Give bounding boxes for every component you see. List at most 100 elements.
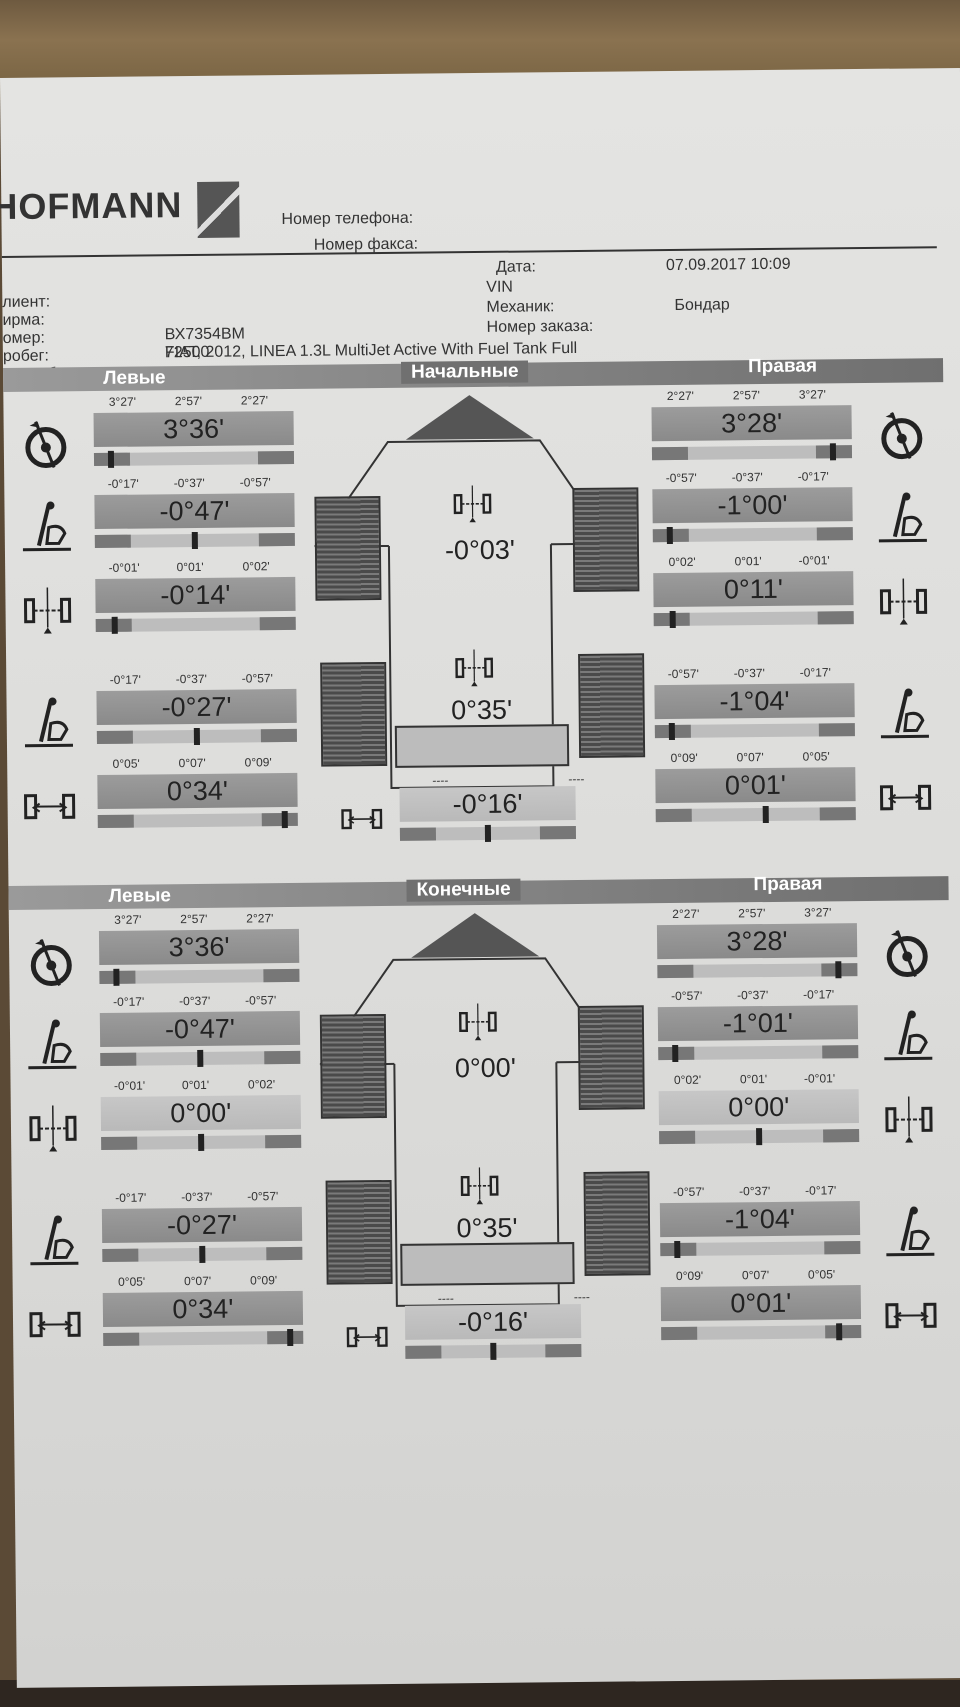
bar-marker	[199, 1245, 206, 1263]
tolerance-bar	[100, 1049, 301, 1067]
reference-value: 2°27'	[246, 911, 274, 926]
tolerance-bar	[103, 1328, 304, 1347]
bar-limit-right	[266, 1246, 303, 1261]
bar-marker	[484, 824, 492, 842]
reference-value: 3°27'	[108, 394, 137, 409]
measured-value: 3°28'	[651, 405, 852, 442]
bar-marker	[836, 1323, 843, 1341]
tolerance-bar	[654, 722, 855, 741]
measured-value: 0°11'	[653, 571, 854, 608]
bar-limit-left	[96, 730, 133, 745]
toe-front-icon	[455, 998, 500, 1043]
thrust-tolerance-bar	[399, 824, 577, 842]
reference-values: 3°27'2°57'2°27'	[95, 911, 293, 927]
reference-value: -0°37'	[175, 671, 207, 687]
bar-limit-right	[267, 1330, 304, 1345]
thrust-angle-value: -0°16'	[399, 786, 576, 822]
measured-value: 0°00'	[100, 1094, 302, 1131]
measured-value: -0°27'	[101, 1206, 303, 1243]
toe-front-icon	[452, 644, 497, 689]
bar-limit-right	[816, 527, 853, 541]
reference-values: 0°09'0°07'0°05'	[657, 1267, 855, 1283]
bar-limit-right	[822, 1045, 859, 1059]
reference-value: 3°27'	[114, 912, 142, 927]
toe-rear-icon	[883, 1286, 940, 1343]
reference-value: 0°02'	[242, 559, 270, 574]
reference-value: -0°17'	[107, 476, 139, 491]
reference-value: 2°57'	[174, 393, 203, 409]
measured-value: -0°47'	[99, 1010, 301, 1048]
tolerance-bar	[659, 1128, 860, 1146]
info-label: лиент:	[2, 293, 51, 311]
reference-value: -0°17'	[805, 1183, 837, 1198]
camber-icon	[24, 1015, 81, 1072]
reference-value: 0°01'	[739, 1072, 768, 1087]
bar-marker	[490, 1342, 497, 1360]
tolerance-bar	[653, 610, 854, 629]
date-value: 07.09.2017 10:09	[665, 255, 791, 275]
bar-limit-right	[818, 723, 855, 737]
reference-value: -0°37'	[181, 1189, 213, 1205]
reference-value: -0°37'	[737, 988, 769, 1003]
tolerance-bar	[660, 1240, 861, 1259]
tolerance-bar	[96, 727, 297, 746]
bar-marker	[756, 1128, 763, 1146]
bar-marker	[835, 961, 842, 979]
measured-value: 0°34'	[102, 1290, 304, 1327]
toe-rear-icon	[21, 777, 78, 834]
rear-left-wheel	[320, 661, 388, 767]
reference-values: -0°17'-0°37'-0°57'	[96, 993, 294, 1009]
reference-values: -0°01'0°01'0°02'	[96, 1077, 294, 1093]
bar-limit-right	[265, 1134, 302, 1149]
reference-value: 2°57'	[732, 388, 760, 403]
measured-value: -1°04'	[654, 683, 855, 720]
reference-values: 0°09'0°07'0°05'	[651, 749, 849, 765]
reference-value: -0°37'	[179, 993, 211, 1009]
reference-value: 0°05'	[112, 756, 140, 771]
bar-limit-left	[399, 827, 437, 841]
caster-wheel-icon	[879, 924, 936, 981]
info-value: FIAT, 2012, LINEA 1.3L MultiJet Active W…	[164, 339, 578, 362]
reference-value: 2°57'	[738, 906, 766, 921]
thrust-reference-values: --------	[413, 1290, 615, 1306]
bar-limit-right	[539, 826, 577, 840]
phone-label: Номер телефона:	[281, 209, 414, 229]
order-label: Номер заказа:	[486, 317, 594, 336]
reference-value: -0°37'	[739, 1183, 771, 1199]
reference-values: -0°57'-0°37'-0°17'	[654, 987, 852, 1003]
bar-limit-right	[819, 807, 856, 821]
reference-values: -0°01'0°01'0°02'	[91, 559, 289, 575]
bar-marker	[198, 1133, 205, 1151]
reference-values: -0°57'-0°37'-0°17'	[650, 665, 848, 681]
vin-label: VIN	[486, 278, 513, 296]
front-total-toe: 0°00'	[454, 1052, 517, 1084]
measured-value: -1°01'	[657, 1005, 859, 1042]
bar-marker	[197, 1049, 204, 1067]
measured-value: -0°14'	[95, 576, 296, 614]
info-label: ирма:	[2, 311, 45, 329]
reference-values: 3°27'2°57'2°27'	[89, 393, 287, 409]
bar-marker	[668, 722, 675, 741]
toe-front-icon	[19, 581, 76, 638]
reference-values: -0°17'-0°37'-0°57'	[90, 475, 288, 491]
tolerance-bar	[651, 443, 853, 461]
thrust-angle-value: -0°16'	[404, 1303, 582, 1340]
car-roof-triangle	[410, 912, 540, 958]
tolerance-bar	[652, 526, 853, 545]
reference-value: ----	[437, 1291, 454, 1306]
reference-value: 0°02'	[247, 1077, 276, 1092]
tolerance-bar	[101, 1133, 302, 1151]
caster-wheel-icon	[23, 933, 80, 990]
reference-value: 0°07'	[736, 750, 764, 765]
reference-value: 0°01'	[734, 554, 762, 569]
alignment-printout: HOFMANN Номер телефона: Номер факса: лие…	[0, 67, 960, 1688]
reference-value: -0°57'	[245, 993, 277, 1008]
front-right-wheel	[572, 487, 640, 593]
tolerance-bar	[97, 811, 298, 829]
bar-limit-left	[100, 1052, 137, 1067]
date-label: Дата:	[495, 258, 536, 276]
reference-value: -0°17'	[109, 672, 141, 687]
reference-value: 0°05'	[807, 1267, 836, 1282]
reference-value: -0°17'	[799, 665, 831, 680]
